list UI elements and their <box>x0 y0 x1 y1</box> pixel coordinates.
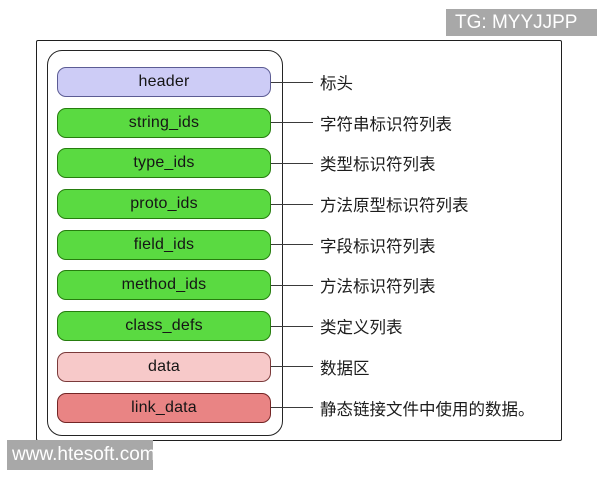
row-header: header 标头 <box>57 67 562 97</box>
box-proto-ids: proto_ids <box>57 189 271 220</box>
desc-link-data: 静态链接文件中使用的数据。 <box>320 400 535 419</box>
desc-proto-ids: 方法原型标识符列表 <box>320 197 469 216</box>
row-data: data 数据区 <box>57 351 562 382</box>
connector-line <box>271 162 313 164</box>
box-link-data-label: link_data <box>131 398 197 416</box>
desc-class-defs: 类定义列表 <box>320 319 403 338</box>
row-proto-ids: proto_ids 方法原型标识符列表 <box>57 189 562 220</box>
watermark-bottom-left: www.htesoft.com <box>7 440 156 470</box>
connector-line <box>271 407 313 408</box>
connector-line <box>271 203 313 205</box>
box-field-ids-label: field_ids <box>133 235 195 253</box>
diagram-rows: header 标头 string_ids 字符串标识符列表 type_ids 类… <box>57 67 562 433</box>
watermark-top-right: TG: MYYJJPP <box>446 9 597 36</box>
box-link-data: link_data <box>57 392 271 423</box>
box-class-defs-label: class_defs <box>125 317 203 335</box>
desc-string-ids: 字符串标识符列表 <box>320 115 452 134</box>
row-string-ids: string_ids 字符串标识符列表 <box>57 107 562 138</box>
row-type-ids: type_ids 类型标识符列表 <box>57 148 562 179</box>
box-proto-ids-label: proto_ids <box>130 195 198 213</box>
box-string-ids-label: string_ids <box>128 113 200 131</box>
connector-line <box>271 284 313 286</box>
box-data-label: data <box>148 357 180 375</box>
row-class-defs: class_defs 类定义列表 <box>57 311 562 342</box>
box-field-ids: field_ids <box>57 229 271 260</box>
connector-line <box>271 122 313 124</box>
row-link-data: link_data 静态链接文件中使用的数据。 <box>57 392 562 423</box>
box-type-ids-label: type_ids <box>133 154 195 172</box>
desc-type-ids: 类型标识符列表 <box>320 156 436 175</box>
row-field-ids: field_ids 字段标识符列表 <box>57 229 562 260</box>
connector-line <box>271 325 313 327</box>
box-header: header <box>57 67 271 97</box>
connector-line <box>271 81 313 83</box>
desc-data: 数据区 <box>320 359 370 378</box>
box-method-ids: method_ids <box>57 270 271 301</box>
connector-line <box>271 244 313 246</box>
desc-field-ids: 字段标识符列表 <box>320 237 436 256</box>
box-data: data <box>57 351 271 382</box>
desc-header: 标头 <box>320 75 353 93</box>
connector-line <box>271 366 313 368</box>
box-string-ids: string_ids <box>57 107 271 138</box>
box-type-ids: type_ids <box>57 148 271 179</box>
box-method-ids-label: method_ids <box>121 276 207 294</box>
box-class-defs: class_defs <box>57 311 271 342</box>
desc-method-ids: 方法标识符列表 <box>320 278 436 297</box>
box-header-label: header <box>138 73 190 90</box>
row-method-ids: method_ids 方法标识符列表 <box>57 270 562 301</box>
